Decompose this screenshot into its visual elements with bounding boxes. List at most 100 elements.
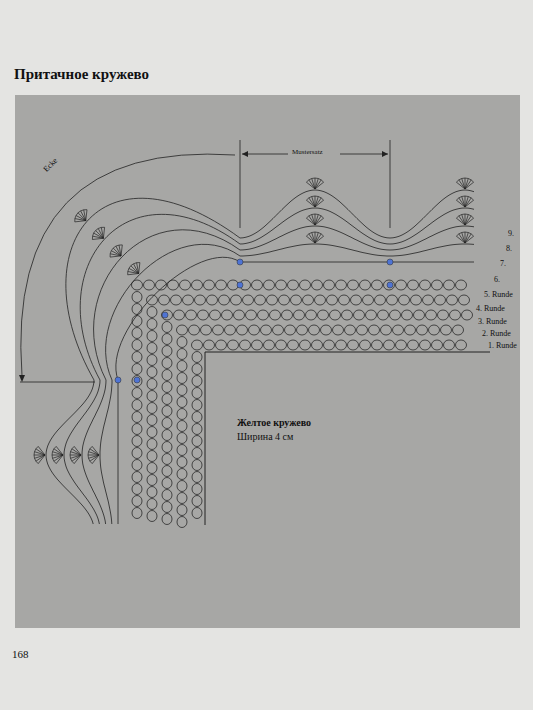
- repeat-label: Mustersatz: [292, 149, 323, 157]
- chain-loop: [162, 346, 172, 357]
- page-title: Притачное кружево: [14, 66, 149, 83]
- fan-stitch: [116, 246, 121, 256]
- chain-loop: [192, 388, 202, 399]
- fan-stitch: [459, 216, 465, 225]
- fan-edge: [456, 196, 473, 200]
- chain-loop: [216, 280, 227, 290]
- repeat-mark: [240, 140, 241, 228]
- chain-loop: [192, 412, 202, 423]
- round-number: 5. Runde: [484, 291, 513, 300]
- chain-loop: [402, 310, 413, 320]
- chain-loop: [309, 325, 320, 335]
- chain-loop: [189, 325, 200, 335]
- chain-loop: [333, 325, 344, 335]
- fan-stitch: [71, 455, 82, 458]
- chain-loop: [177, 421, 187, 432]
- chain-loop: [315, 295, 326, 305]
- fan-stitch: [92, 446, 99, 455]
- chain-loop: [159, 295, 170, 305]
- chain-loop: [378, 310, 389, 320]
- chain-loop: [441, 325, 452, 335]
- fan-stitch: [312, 197, 315, 208]
- chain-arch: [100, 380, 112, 524]
- chain-loop: [384, 340, 395, 350]
- chain-loop: [312, 280, 323, 290]
- fabric-edge: [205, 352, 490, 525]
- chain-loop: [417, 325, 428, 335]
- chain-loop: [162, 310, 173, 320]
- chain-loop: [207, 295, 218, 305]
- chain-loop: [162, 370, 172, 381]
- chain-loop: [192, 376, 202, 387]
- fan-stitch: [103, 227, 104, 238]
- chain-loop: [147, 439, 157, 450]
- chain-loop: [381, 325, 392, 335]
- fan-edge: [52, 446, 56, 463]
- fan-stitch: [119, 245, 121, 256]
- lace-stitches: [34, 178, 474, 528]
- chain-loop: [162, 514, 172, 525]
- round-number: 2. Runde: [482, 330, 511, 339]
- chain-loop: [282, 310, 293, 320]
- chain-loop: [177, 325, 188, 335]
- chain-loop: [132, 436, 142, 447]
- chain-loop: [132, 328, 142, 339]
- fan-stitch: [462, 179, 465, 190]
- chain-loop: [375, 295, 386, 305]
- chain-loop: [132, 424, 142, 435]
- chain-loop: [147, 307, 157, 318]
- chain-loop: [132, 376, 142, 387]
- chain-loop: [132, 316, 142, 327]
- chain-loop: [177, 481, 187, 492]
- fan-edge: [110, 245, 122, 257]
- chain-loop: [147, 367, 157, 378]
- chain-loop: [132, 484, 142, 495]
- fan-edge: [306, 178, 323, 182]
- fan-stitch: [459, 180, 465, 189]
- fan-stitch: [312, 215, 315, 226]
- fan-stitch: [465, 200, 474, 207]
- chain-loop: [162, 442, 172, 453]
- chain-loop: [372, 340, 383, 350]
- chain-loop: [270, 310, 281, 320]
- fan-stitch: [128, 274, 139, 275]
- chain-loop: [261, 325, 272, 335]
- chain-loop: [408, 340, 419, 350]
- chain-loop: [456, 340, 467, 350]
- chain-loop: [132, 304, 142, 315]
- round-number: 8.: [506, 245, 512, 254]
- chain-loop: [162, 406, 172, 417]
- fan-stitch: [315, 218, 324, 225]
- fan-stitch: [38, 446, 45, 455]
- chain-loop: [414, 310, 425, 320]
- chain-loop: [177, 409, 187, 420]
- chain-loop: [420, 340, 431, 350]
- chain-loop: [399, 295, 410, 305]
- chain-loop: [354, 310, 365, 320]
- chain-loop: [420, 280, 431, 290]
- fan-edge: [75, 210, 87, 222]
- chain-loop: [306, 310, 317, 320]
- chain-loop: [363, 295, 374, 305]
- fan-stitch: [54, 455, 63, 461]
- chain-loop: [180, 280, 191, 290]
- fan-stitch: [462, 215, 465, 226]
- chain-loop: [192, 352, 202, 363]
- chain-loop: [459, 295, 470, 305]
- chain-loop: [177, 373, 187, 384]
- chain-loop: [279, 295, 290, 305]
- chain-loop: [426, 310, 437, 320]
- chain-loop: [192, 448, 202, 459]
- chain-loop: [288, 280, 299, 290]
- chain-loop: [192, 484, 202, 495]
- chain-loop: [192, 496, 202, 507]
- chain-loop: [264, 340, 275, 350]
- fan-stitch: [312, 233, 315, 244]
- chain-loop: [147, 331, 157, 342]
- fan-stitch: [465, 182, 474, 189]
- chain-loop: [147, 403, 157, 414]
- chain-loop: [192, 436, 202, 447]
- chain-loop: [147, 475, 157, 486]
- fan-stitch: [110, 256, 121, 257]
